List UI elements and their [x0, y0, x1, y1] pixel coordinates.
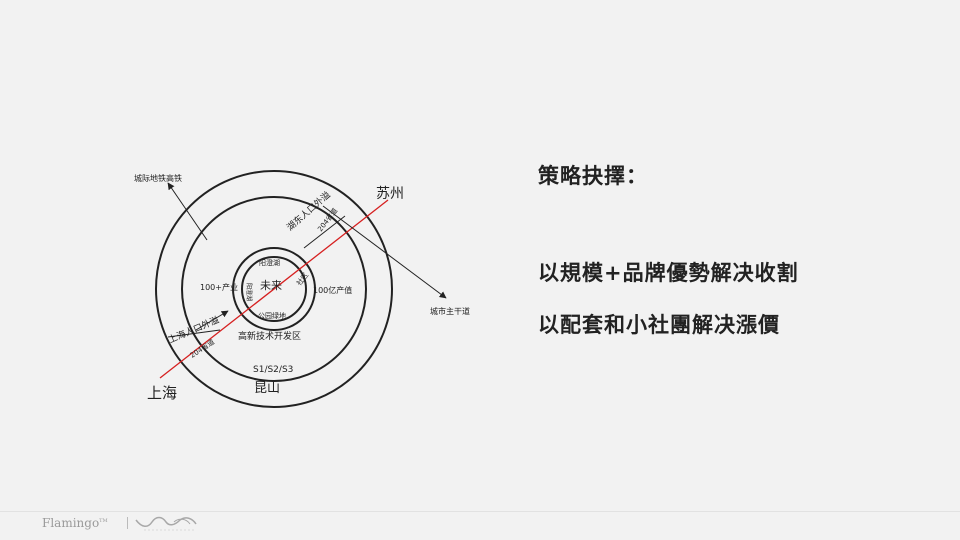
- flamingo-mark-icon: [135, 516, 197, 531]
- trunk-road-arrow: [322, 205, 447, 299]
- brand-tm: TM: [99, 518, 108, 524]
- lake-label: 阳澄湖: [259, 258, 280, 267]
- route-204-edge-a: [303, 215, 346, 249]
- inner-ring-a: [232, 247, 316, 331]
- park-label: 公园绿地: [258, 311, 286, 320]
- industry-right-label: 100亿产值: [313, 285, 352, 295]
- highway-axis: [159, 199, 389, 379]
- shanghai-label: 上海: [147, 384, 177, 402]
- rail-label: 城际地铁高铁: [134, 173, 182, 183]
- lake-left-label: 阳澄湖: [245, 283, 253, 301]
- inner-ring-b: [241, 256, 307, 322]
- hitech-zone-label: 高新技术开发区: [238, 330, 301, 342]
- brand-logo: FlamingoTM: [42, 516, 108, 530]
- metro-label: S1/S2/S3: [253, 365, 293, 375]
- route-204-edge-b: [167, 329, 221, 338]
- page-title: 策略抉擇：: [538, 164, 648, 188]
- brand-separator: [127, 517, 128, 529]
- trunk-road-label: 城市主干道: [430, 306, 470, 316]
- ring-diagram: 城际地铁高铁 苏州 上海 昆山 城市主干道 S1/S2/S3 高新技术开发区 1…: [134, 170, 470, 408]
- sw-outflow-arrow: [195, 310, 229, 331]
- strategy-item-1: 以規模+品牌優勢解决收割: [538, 261, 799, 285]
- brand-name: Flamingo: [42, 516, 100, 530]
- rail-arrow: [167, 182, 208, 241]
- kunshan-label: 昆山: [254, 381, 280, 396]
- industry-left-label: 100+产业: [200, 282, 238, 292]
- footer-divider: [0, 511, 960, 512]
- suzhou-label: 苏州: [376, 186, 404, 202]
- future-label: 未来: [260, 279, 282, 292]
- strategy-item-2: 以配套和小社團解决漲價: [538, 313, 780, 337]
- community-label: 社区: [294, 271, 310, 288]
- middle-ring: [181, 196, 367, 382]
- outer-ring: [155, 170, 393, 408]
